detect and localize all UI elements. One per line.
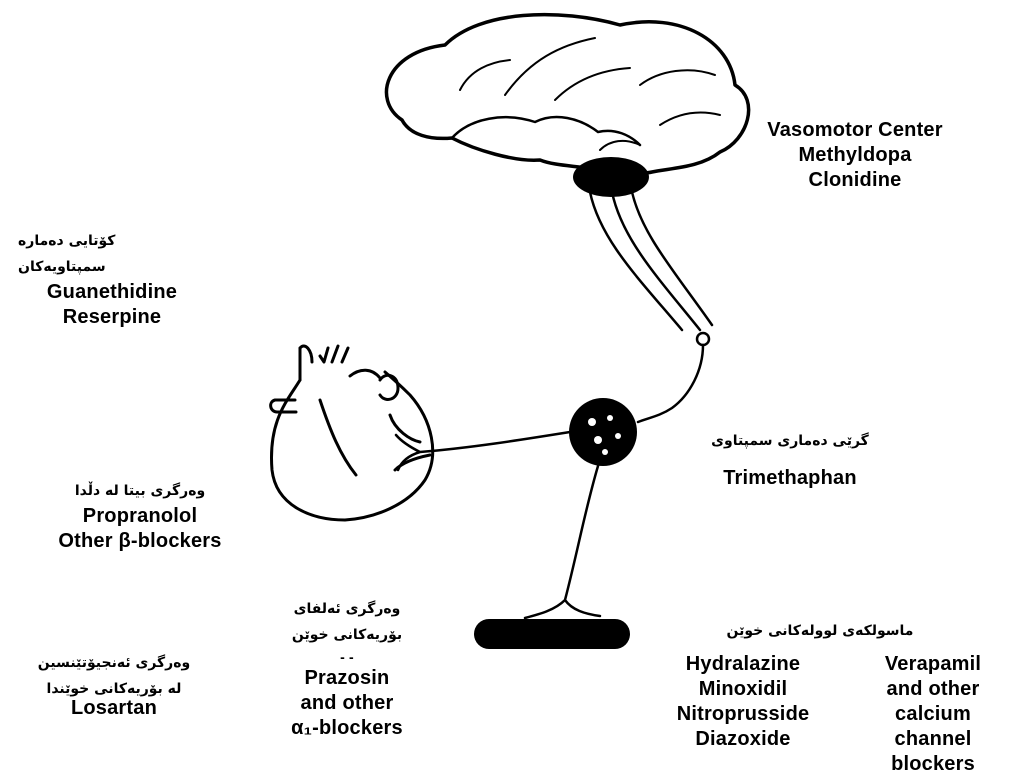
vasomotor-center-label: Vasomotor Center Methyldopa Clonidine [720, 118, 990, 193]
drug-nitroprusside: Nitroprusside [648, 702, 838, 727]
nerve-endings-kurdish-line2: سمپتاویەکان [2, 254, 222, 280]
ccb-and-other: and other [858, 677, 1008, 702]
vasomotor-title: Vasomotor Center [720, 118, 990, 143]
beta-kurdish: وەرگری بیتا لە دڵدا [10, 478, 270, 504]
alpha-kurdish-line2: بۆریەکانی خوێن [262, 622, 432, 648]
vasomotor-center-mark [573, 157, 649, 197]
drug-other-beta-blockers: Other β-blockers [10, 529, 270, 554]
drug-reserpine: Reserpine [2, 305, 222, 330]
blood-vessel-icon [474, 619, 630, 649]
alpha-and-other: and other [262, 691, 432, 716]
drug-propranolol: Propranolol [10, 504, 270, 529]
alpha-dash: - - [262, 648, 432, 666]
calcium-channel-blockers-list: Verapamil and other calcium channel bloc… [858, 652, 1008, 777]
sympathetic-nerve-endings-label: کۆتایی دەمارە سمپتاویەکان Guanethidine R… [2, 228, 222, 330]
ccb-channel: channel [858, 727, 1008, 752]
drug-clonidine: Clonidine [720, 168, 990, 193]
vascular-smooth-muscle-label: ماسولکەی لوولەکانی خوێن [650, 618, 990, 644]
drug-minoxidil: Minoxidil [648, 677, 838, 702]
drug-losartan: Losartan [0, 696, 228, 721]
angiotensin-kurdish-line1: وەرگری ئەنجیۆتێنسین [0, 650, 228, 676]
cardiac-nerve [396, 432, 570, 470]
alpha-receptors-label: وەرگری ئەلفای بۆریەکانی خوێن - - Prazosi… [262, 596, 432, 741]
drug-trimethaphan: Trimethaphan [680, 466, 900, 491]
alpha1-blockers: α₁-blockers [262, 716, 432, 741]
drug-methyldopa: Methyldopa [720, 143, 990, 168]
drug-hydralazine: Hydralazine [648, 652, 838, 677]
ganglion-icon [569, 398, 637, 466]
brain-icon [386, 15, 748, 197]
nerve-endings-kurdish-line1: کۆتایی دەمارە [2, 228, 222, 254]
drug-guanethidine: Guanethidine [2, 280, 222, 305]
angiotensin-receptors-label: وەرگری ئەنجیۆتێنسین لە بۆریەکانی خوێندا … [0, 650, 228, 721]
vascular-nerve [525, 466, 600, 618]
drug-prazosin: Prazosin [262, 666, 432, 691]
ccb-calcium: calcium [858, 702, 1008, 727]
ganglia-kurdish: گرێی دەماری سمپتاوی [680, 428, 900, 454]
beta-receptors-label: وەرگری بیتا لە دڵدا Propranolol Other β-… [10, 478, 270, 554]
ccb-blockers: blockers [858, 752, 1008, 777]
alpha-kurdish-line1: وەرگری ئەلفای [262, 596, 432, 622]
brainstem-tract [590, 192, 712, 422]
direct-vasodilators-list: Hydralazine Minoxidil Nitroprusside Diaz… [648, 652, 838, 752]
drug-verapamil: Verapamil [858, 652, 1008, 677]
smooth-muscle-kurdish: ماسولکەی لوولەکانی خوێن [650, 618, 990, 644]
drug-diazoxide: Diazoxide [648, 727, 838, 752]
sympathetic-ganglia-label: گرێی دەماری سمپتاوی Trimethaphan [680, 428, 900, 491]
heart-icon [271, 346, 433, 520]
